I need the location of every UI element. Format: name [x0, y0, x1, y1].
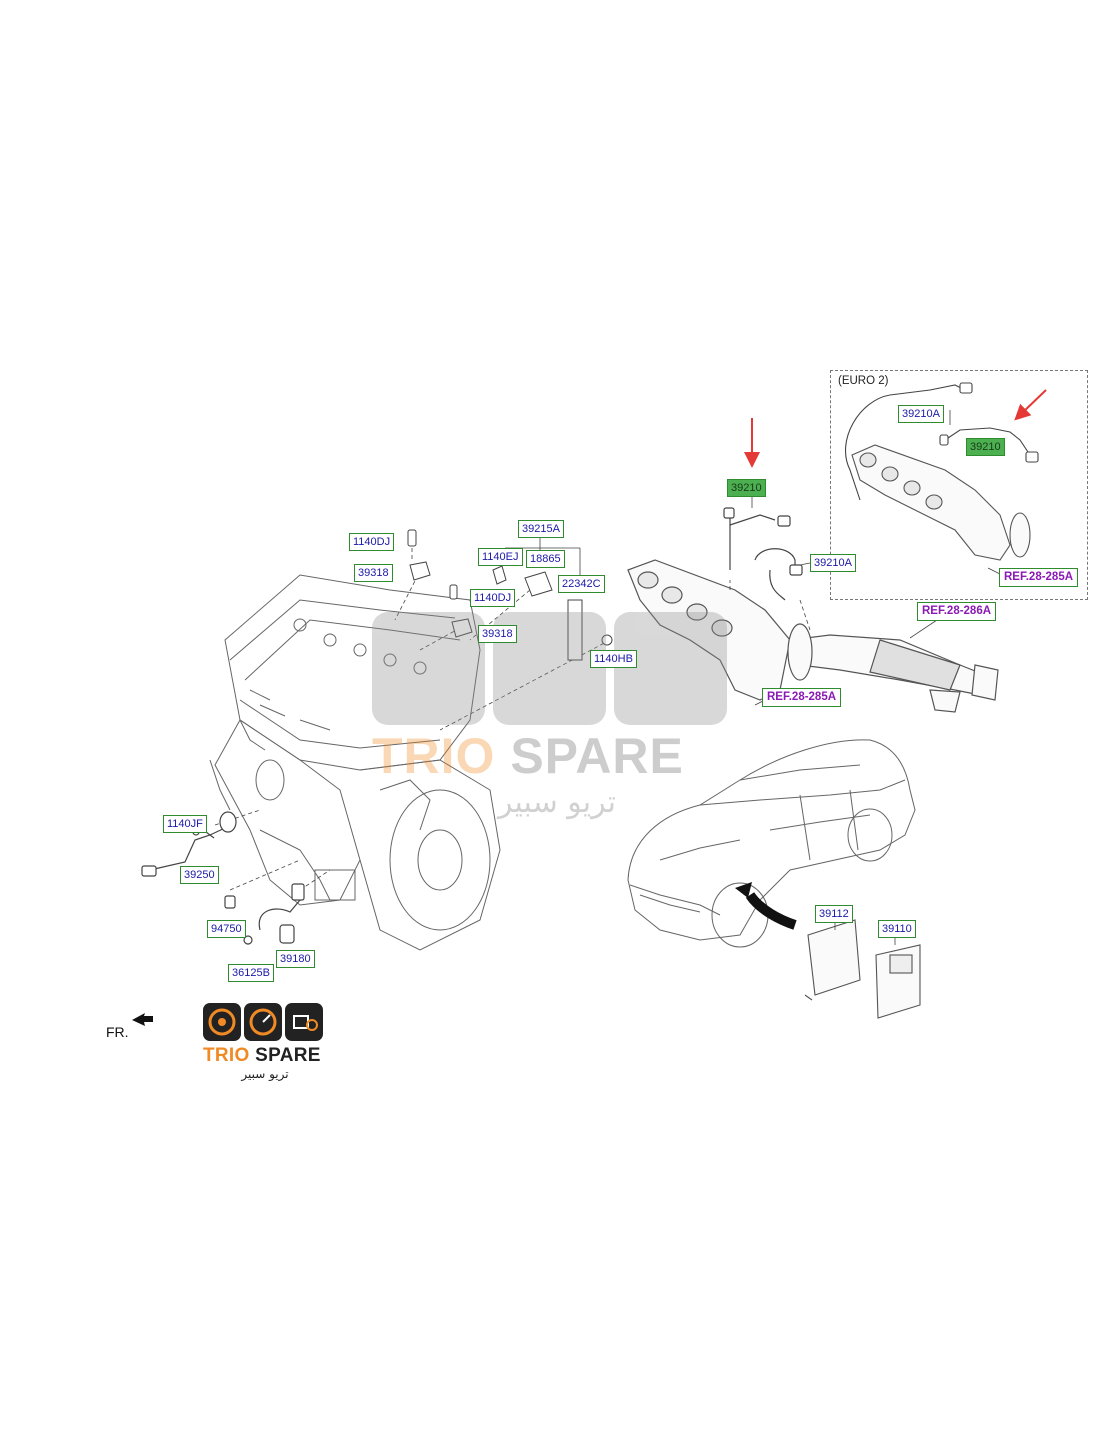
- part-label-39318-a[interactable]: 39318: [354, 564, 393, 582]
- logo-name: TRIO SPARE: [203, 1045, 321, 1066]
- part-label-18865[interactable]: 18865: [526, 550, 565, 568]
- part-label-1140ej[interactable]: 1140EJ: [478, 548, 523, 566]
- part-label-39250[interactable]: 39250: [180, 866, 219, 884]
- watermark: TRIO SPARE تريو سبير: [372, 612, 742, 820]
- part-label-36125b[interactable]: 36125B: [228, 964, 274, 982]
- front-indicator: FR.: [106, 1024, 129, 1040]
- front-arrow-icon: [132, 1013, 153, 1026]
- car-illustration: [627, 739, 916, 948]
- engine-icon: [285, 1003, 323, 1041]
- part-label-1140dj-b[interactable]: 1140DJ: [470, 589, 516, 607]
- part-label-39318-b[interactable]: 39318: [478, 625, 517, 643]
- engine-illustration: [209, 574, 501, 951]
- watermark-name: TRIO SPARE: [372, 728, 684, 784]
- ref-label-28-286a[interactable]: REF.28-286A: [917, 602, 997, 621]
- part-label-39210a-main[interactable]: 39210A: [810, 554, 856, 572]
- part-label-39215a[interactable]: 39215A: [518, 520, 564, 538]
- part-label-39180[interactable]: 39180: [276, 950, 315, 968]
- speedometer-icon: [244, 1003, 282, 1041]
- logo-arabic: تريو سبير: [241, 1067, 289, 1081]
- watermark-gauge-icon: [372, 612, 485, 725]
- watermark-engine-icon: [614, 612, 727, 725]
- euro2-title: (EURO 2): [838, 375, 889, 387]
- part-label-39210-euro[interactable]: 39210: [966, 438, 1005, 456]
- part-label-39210a-euro[interactable]: 39210A: [898, 405, 944, 423]
- part-label-39210-main[interactable]: 39210: [727, 479, 766, 497]
- part-label-1140jf[interactable]: 1140JF: [163, 815, 207, 833]
- ref-label-28-285a-main[interactable]: REF.28-285A: [762, 688, 842, 707]
- watermark-arabic: تريو سبير: [497, 785, 617, 820]
- gauge-icon: [203, 1003, 241, 1041]
- exhaust-manifold-illustration: [627, 559, 999, 713]
- euro2-inset-box: [830, 370, 1088, 600]
- part-label-94750[interactable]: 94750: [207, 920, 246, 938]
- ref-label-28-285a-euro[interactable]: REF.28-285A: [999, 568, 1079, 587]
- highlight-arrow-euro: [1014, 389, 1047, 421]
- part-label-1140dj-a[interactable]: 1140DJ: [349, 533, 395, 551]
- part-label-22342c[interactable]: 22342C: [558, 575, 605, 593]
- part-label-1140hb[interactable]: 1140HB: [590, 650, 637, 668]
- part-label-39110[interactable]: 39110: [878, 920, 916, 938]
- part-label-39112[interactable]: 39112: [815, 905, 853, 923]
- brand-logo: TRIO SPARE تريو سبير: [203, 1003, 327, 1081]
